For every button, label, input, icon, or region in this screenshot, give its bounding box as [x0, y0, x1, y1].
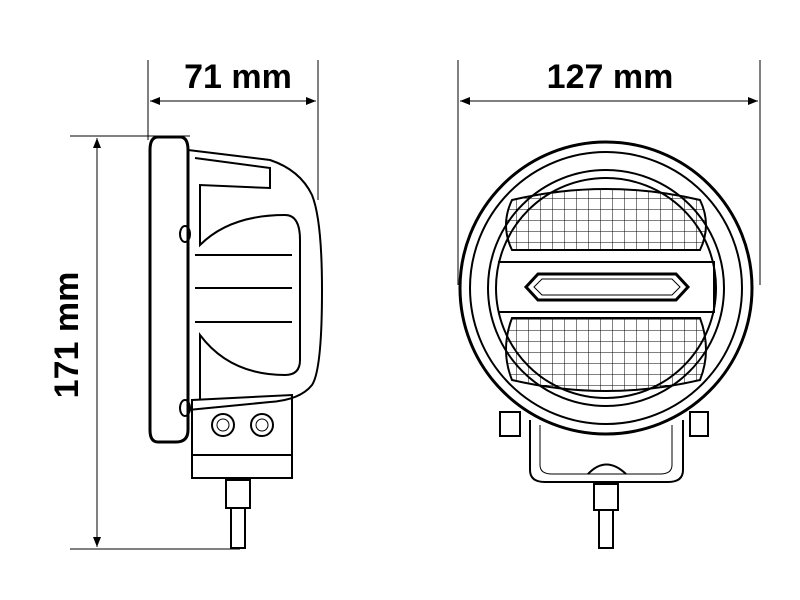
- width-label: 127 mm: [547, 58, 674, 96]
- depth-dimension: 71 mm: [147, 58, 319, 200]
- side-view: [148, 135, 324, 549]
- width-dimension: 127 mm: [457, 58, 761, 285]
- depth-label: 71 mm: [184, 58, 292, 96]
- height-dimension: 171 mm: [48, 135, 240, 550]
- front-view: [458, 140, 754, 549]
- height-label: 171 mm: [48, 272, 86, 399]
